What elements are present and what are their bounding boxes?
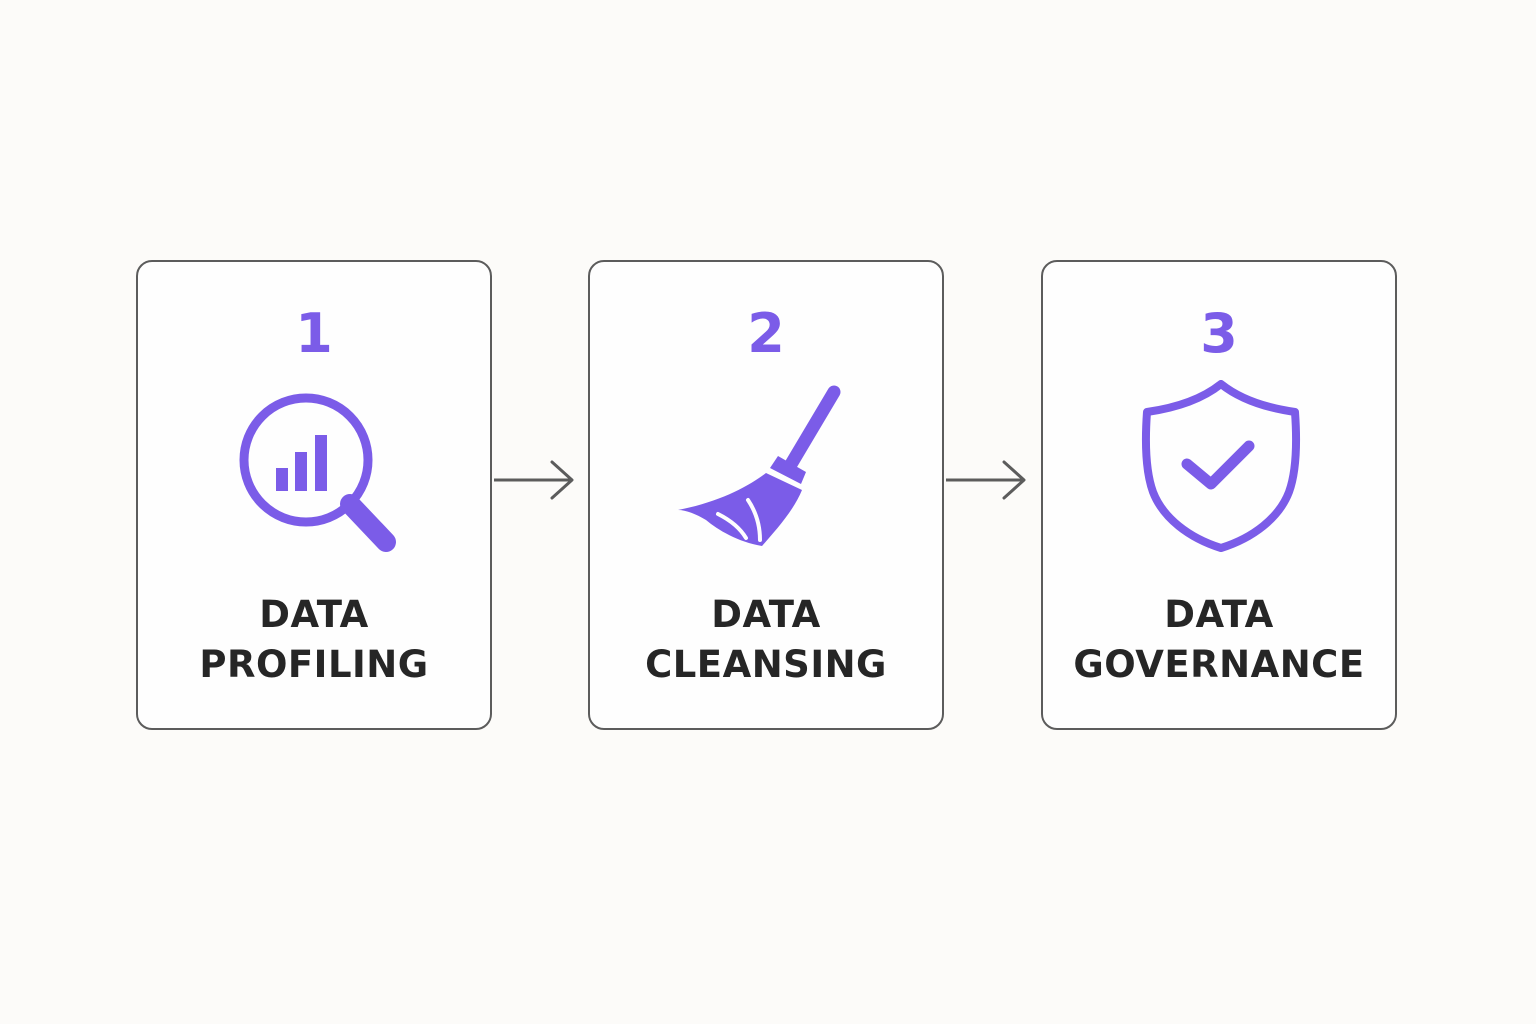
arrow-right-icon — [494, 460, 574, 500]
step-title-line2: GOVERNANCE — [1073, 643, 1365, 686]
step-number: 3 — [1200, 302, 1238, 365]
arrow-right-icon — [946, 460, 1026, 500]
magnifier-chart-icon — [239, 393, 396, 552]
step-title-line2: PROFILING — [199, 643, 429, 686]
step-number: 1 — [295, 302, 333, 365]
shield-check-icon — [1141, 380, 1301, 552]
step-card-cleansing: 2 DATA CLEANSING — [588, 260, 944, 730]
step-card-profiling: 1 DATA PROFILING — [136, 260, 492, 730]
broom-icon — [678, 385, 841, 546]
step-title-line2: CLEANSING — [645, 643, 887, 686]
step-number: 2 — [747, 302, 785, 365]
step-title: DATA CLEANSING — [590, 590, 942, 690]
step-title-line1: DATA — [1164, 593, 1274, 636]
step-card-governance: 3 DATA GOVERNANCE — [1041, 260, 1397, 730]
step-title-line1: DATA — [259, 593, 369, 636]
step-title-line1: DATA — [711, 593, 821, 636]
step-title: DATA PROFILING — [138, 590, 490, 690]
step-title: DATA GOVERNANCE — [1043, 590, 1395, 690]
